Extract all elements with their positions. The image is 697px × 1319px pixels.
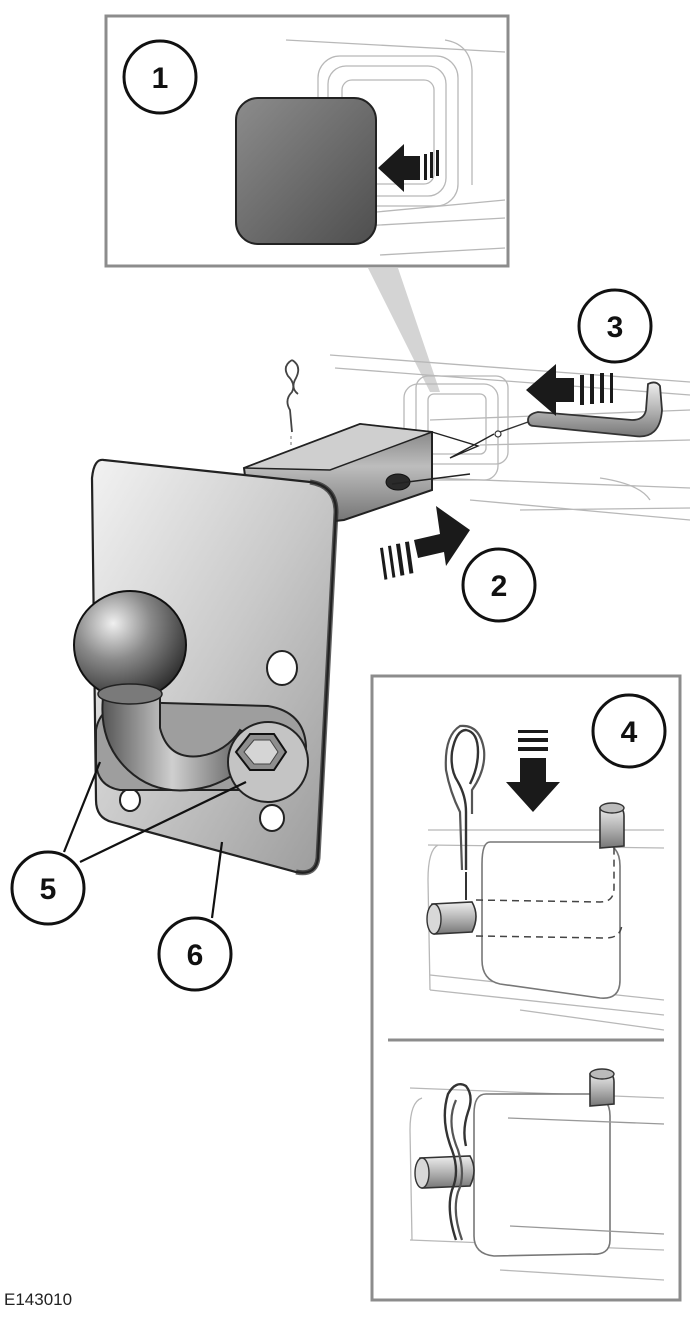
callout-5 [10, 850, 86, 926]
callout-2-label: 2 [491, 570, 508, 603]
callout-3-label: 3 [607, 311, 624, 344]
removal-arrow-icon [378, 144, 439, 192]
clip-insert-arrow-icon [506, 730, 560, 812]
hair-clip-icon [444, 724, 486, 900]
retaining-clip [284, 359, 300, 448]
callout-4 [591, 693, 667, 769]
callout-1-label: 1 [152, 62, 169, 95]
pin-insert-arrow-icon [526, 364, 613, 416]
hair-clip-fitted-icon [443, 1083, 472, 1241]
callout-leaders [62, 761, 247, 919]
callout-2 [461, 547, 537, 623]
drawbar-end-view [481, 841, 621, 999]
bumper-lines [285, 39, 506, 256]
inset-pointer [368, 268, 440, 392]
figure-id-label: E143010 [4, 1290, 73, 1309]
towbar-assembly [73, 422, 495, 876]
locking-pin [494, 381, 663, 438]
callout-1 [122, 39, 198, 115]
callout-6-label: 6 [187, 939, 204, 972]
inset-remove-cover-cap: 1 [104, 14, 510, 392]
tow-ball [73, 590, 187, 700]
inset-fit-retaining-clip: 4 [370, 674, 682, 1302]
callout-6 [157, 916, 233, 992]
insert-direction-arrow-icon [379, 506, 470, 580]
cover-cap [235, 97, 377, 245]
callout-4-label: 4 [621, 716, 638, 749]
plate-hole-upper [266, 650, 298, 686]
plate-hole-lower [259, 804, 285, 832]
callout-5-label: 5 [40, 873, 57, 906]
callout-3 [577, 288, 653, 364]
